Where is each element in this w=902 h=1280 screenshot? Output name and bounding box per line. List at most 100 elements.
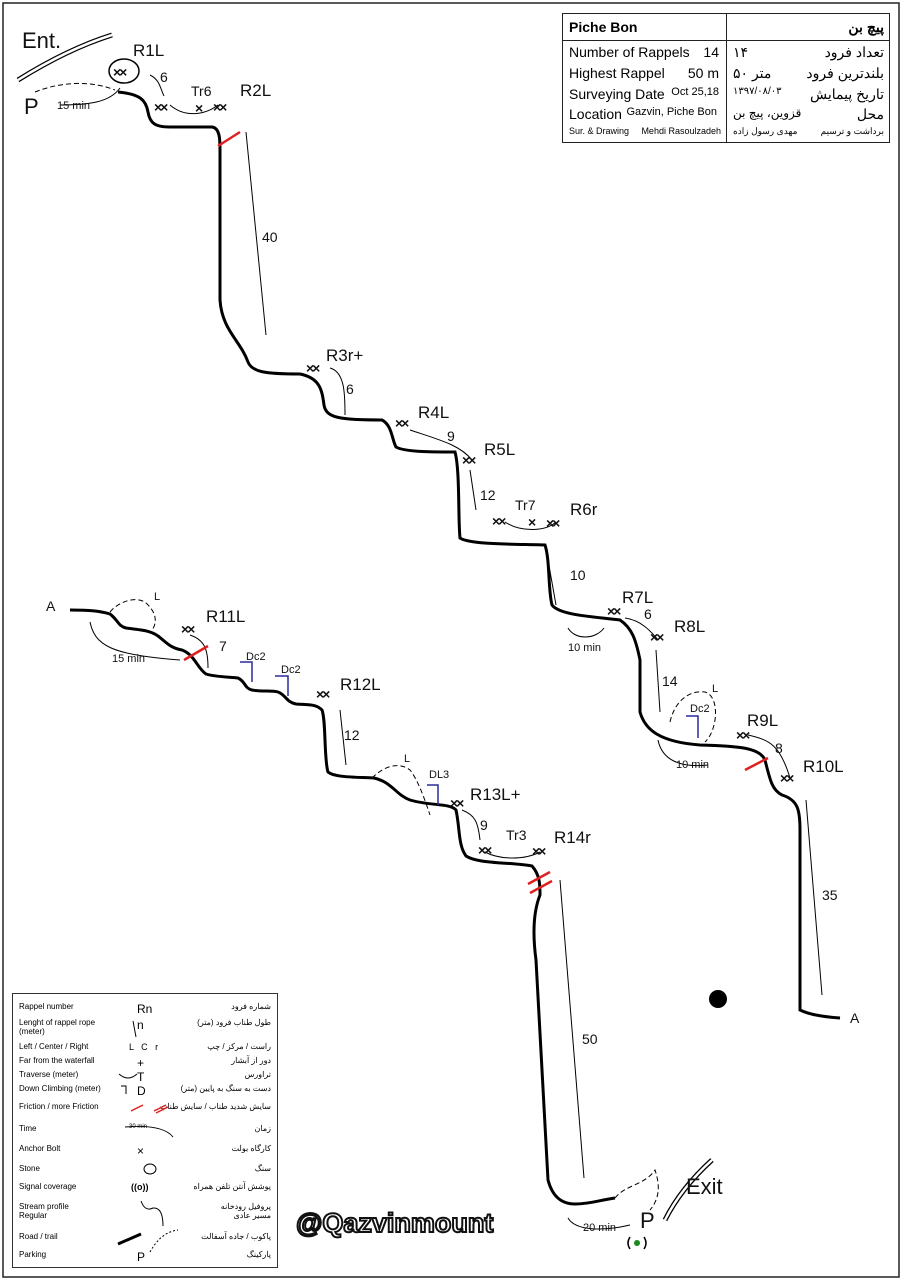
rappel-label: R13L+ (470, 785, 521, 804)
length-label: 40 (262, 229, 278, 245)
legend-symbols (117, 1020, 179, 1253)
rappel-label: R3r+ (326, 346, 363, 365)
rappel-label: R10L (803, 757, 844, 776)
legend-label-fa: دور از آبشار (231, 1056, 271, 1065)
stream-profile-upper (117, 90, 841, 1020)
svg-text:××: ×× (306, 360, 320, 376)
legend-symbol: P (137, 1250, 146, 1264)
legend-label-fa: پروفیل رودخانه مسیر عادی (220, 1202, 271, 1220)
signal-coverage-icon (627, 1236, 647, 1250)
title-en: Piche Bon (569, 19, 638, 35)
trail-label: L (712, 683, 718, 695)
info-label-fa: تاریخ پیمایش (810, 86, 884, 102)
svg-text:××: ×× (736, 727, 750, 743)
svg-text:××: ×× (462, 452, 476, 468)
downclimb-marks (240, 661, 699, 805)
rappel-label: R4L (418, 403, 449, 422)
rappel-label: R8L (674, 617, 705, 636)
legend-label: Road / trail (19, 1232, 58, 1241)
svg-text:××: ×× (154, 99, 168, 115)
svg-text:××: ×× (492, 513, 506, 529)
length-label: 6 (346, 381, 354, 397)
info-value-fa: ۱۳۹۷/۰۸/۰۳ (733, 86, 782, 97)
rappel-label: R1L (133, 41, 164, 60)
time-label: 10 min (676, 759, 709, 771)
svg-text:××: ×× (181, 621, 195, 637)
info-value-fa: مهدی رسول زاده (733, 126, 798, 136)
legend-label: Left / Center / Right (19, 1042, 89, 1051)
legend-symbol: 30 min (129, 1124, 148, 1130)
legend-label: Down Climbing (meter) (19, 1084, 101, 1093)
length-label: 7 (219, 638, 227, 654)
legend-label: Stone (19, 1164, 40, 1173)
trail-label: L (404, 753, 410, 765)
svg-text:××: ×× (546, 515, 560, 531)
time-label: 15 min (57, 100, 90, 112)
trail-l1 (109, 599, 156, 631)
info-label: Sur. & Drawing (569, 126, 630, 136)
downclimb-label: Dc2 (281, 664, 301, 676)
legend-symbol: D (137, 1084, 146, 1098)
trail-entrance (34, 83, 116, 93)
info-label-fa: تعداد فرود (824, 44, 884, 60)
trail-l3 (669, 691, 716, 743)
legend-label: Parking (19, 1250, 47, 1259)
info-label-fa: برداشت و ترسیم (820, 126, 884, 136)
svg-text:××: ×× (395, 415, 409, 431)
legend-label-fa: پارکینگ (246, 1250, 271, 1259)
traverse-label: Tr6 (191, 83, 212, 99)
legend-label-fa: شماره فرود (231, 1002, 271, 1011)
legend-symbol: Rn (137, 1002, 153, 1016)
info-label: Location (569, 106, 622, 122)
info-value: Gazvin, Piche Bon (626, 106, 718, 118)
legend-symbol: ((o)) (131, 1182, 149, 1192)
svg-text:××: ×× (607, 603, 621, 619)
length-label: 50 (582, 1031, 598, 1047)
info-value: 14 (703, 44, 719, 60)
a-marker: A (46, 598, 56, 614)
legend-label-fa: پاکوب / جاده آسفالت (201, 1232, 271, 1241)
length-label: 12 (344, 727, 360, 743)
info-value-fa: ۵۰ متر (733, 65, 772, 81)
svg-text:××: ×× (650, 629, 664, 645)
legend-label-fa: دست به سنگ به پایین (متر) (180, 1084, 271, 1093)
downclimb-label: DL3 (429, 769, 449, 781)
legend-symbol: × (137, 1144, 145, 1158)
length-label: 14 (662, 673, 678, 689)
info-label: Highest Rappel (569, 65, 665, 81)
svg-text:×: × (195, 100, 203, 116)
rappel-label: R14r (554, 828, 591, 847)
length-label: 9 (447, 428, 455, 444)
legend-label-fa: طول طناب فرود (متر) (197, 1018, 271, 1027)
legend-label-fa: کارگاه بولت (231, 1144, 271, 1153)
time-label: 15 min (112, 653, 145, 665)
rappel-label: R2L (240, 81, 271, 100)
time-label: 10 min (568, 642, 601, 654)
legend-label-fa: زمان (254, 1124, 271, 1133)
parking-icon: P (640, 1208, 655, 1233)
svg-text:××: ×× (316, 686, 330, 702)
traverse-arcs (169, 104, 557, 859)
length-label: 10 (570, 567, 586, 583)
parking-icon: P (24, 94, 39, 119)
legend-label-fa: پوشش آنتن تلفن همراه (193, 1182, 271, 1191)
legend-label: Signal coverage (19, 1182, 77, 1191)
stream-profile-lower (69, 608, 616, 1206)
svg-text:××: ×× (478, 842, 492, 858)
traverse-label: Tr3 (506, 827, 527, 843)
info-value: 50 m (687, 65, 719, 81)
rappel-label: R6r (570, 500, 598, 519)
stone-icon (108, 58, 140, 84)
svg-text:××: ×× (532, 843, 546, 859)
rappel-label: R5L (484, 440, 515, 459)
length-label: 12 (480, 487, 496, 503)
length-label: 35 (822, 887, 838, 903)
dot-marker (709, 990, 727, 1008)
info-label: Surveying Date (569, 86, 665, 102)
legend-label: Traverse (meter) (19, 1070, 79, 1079)
